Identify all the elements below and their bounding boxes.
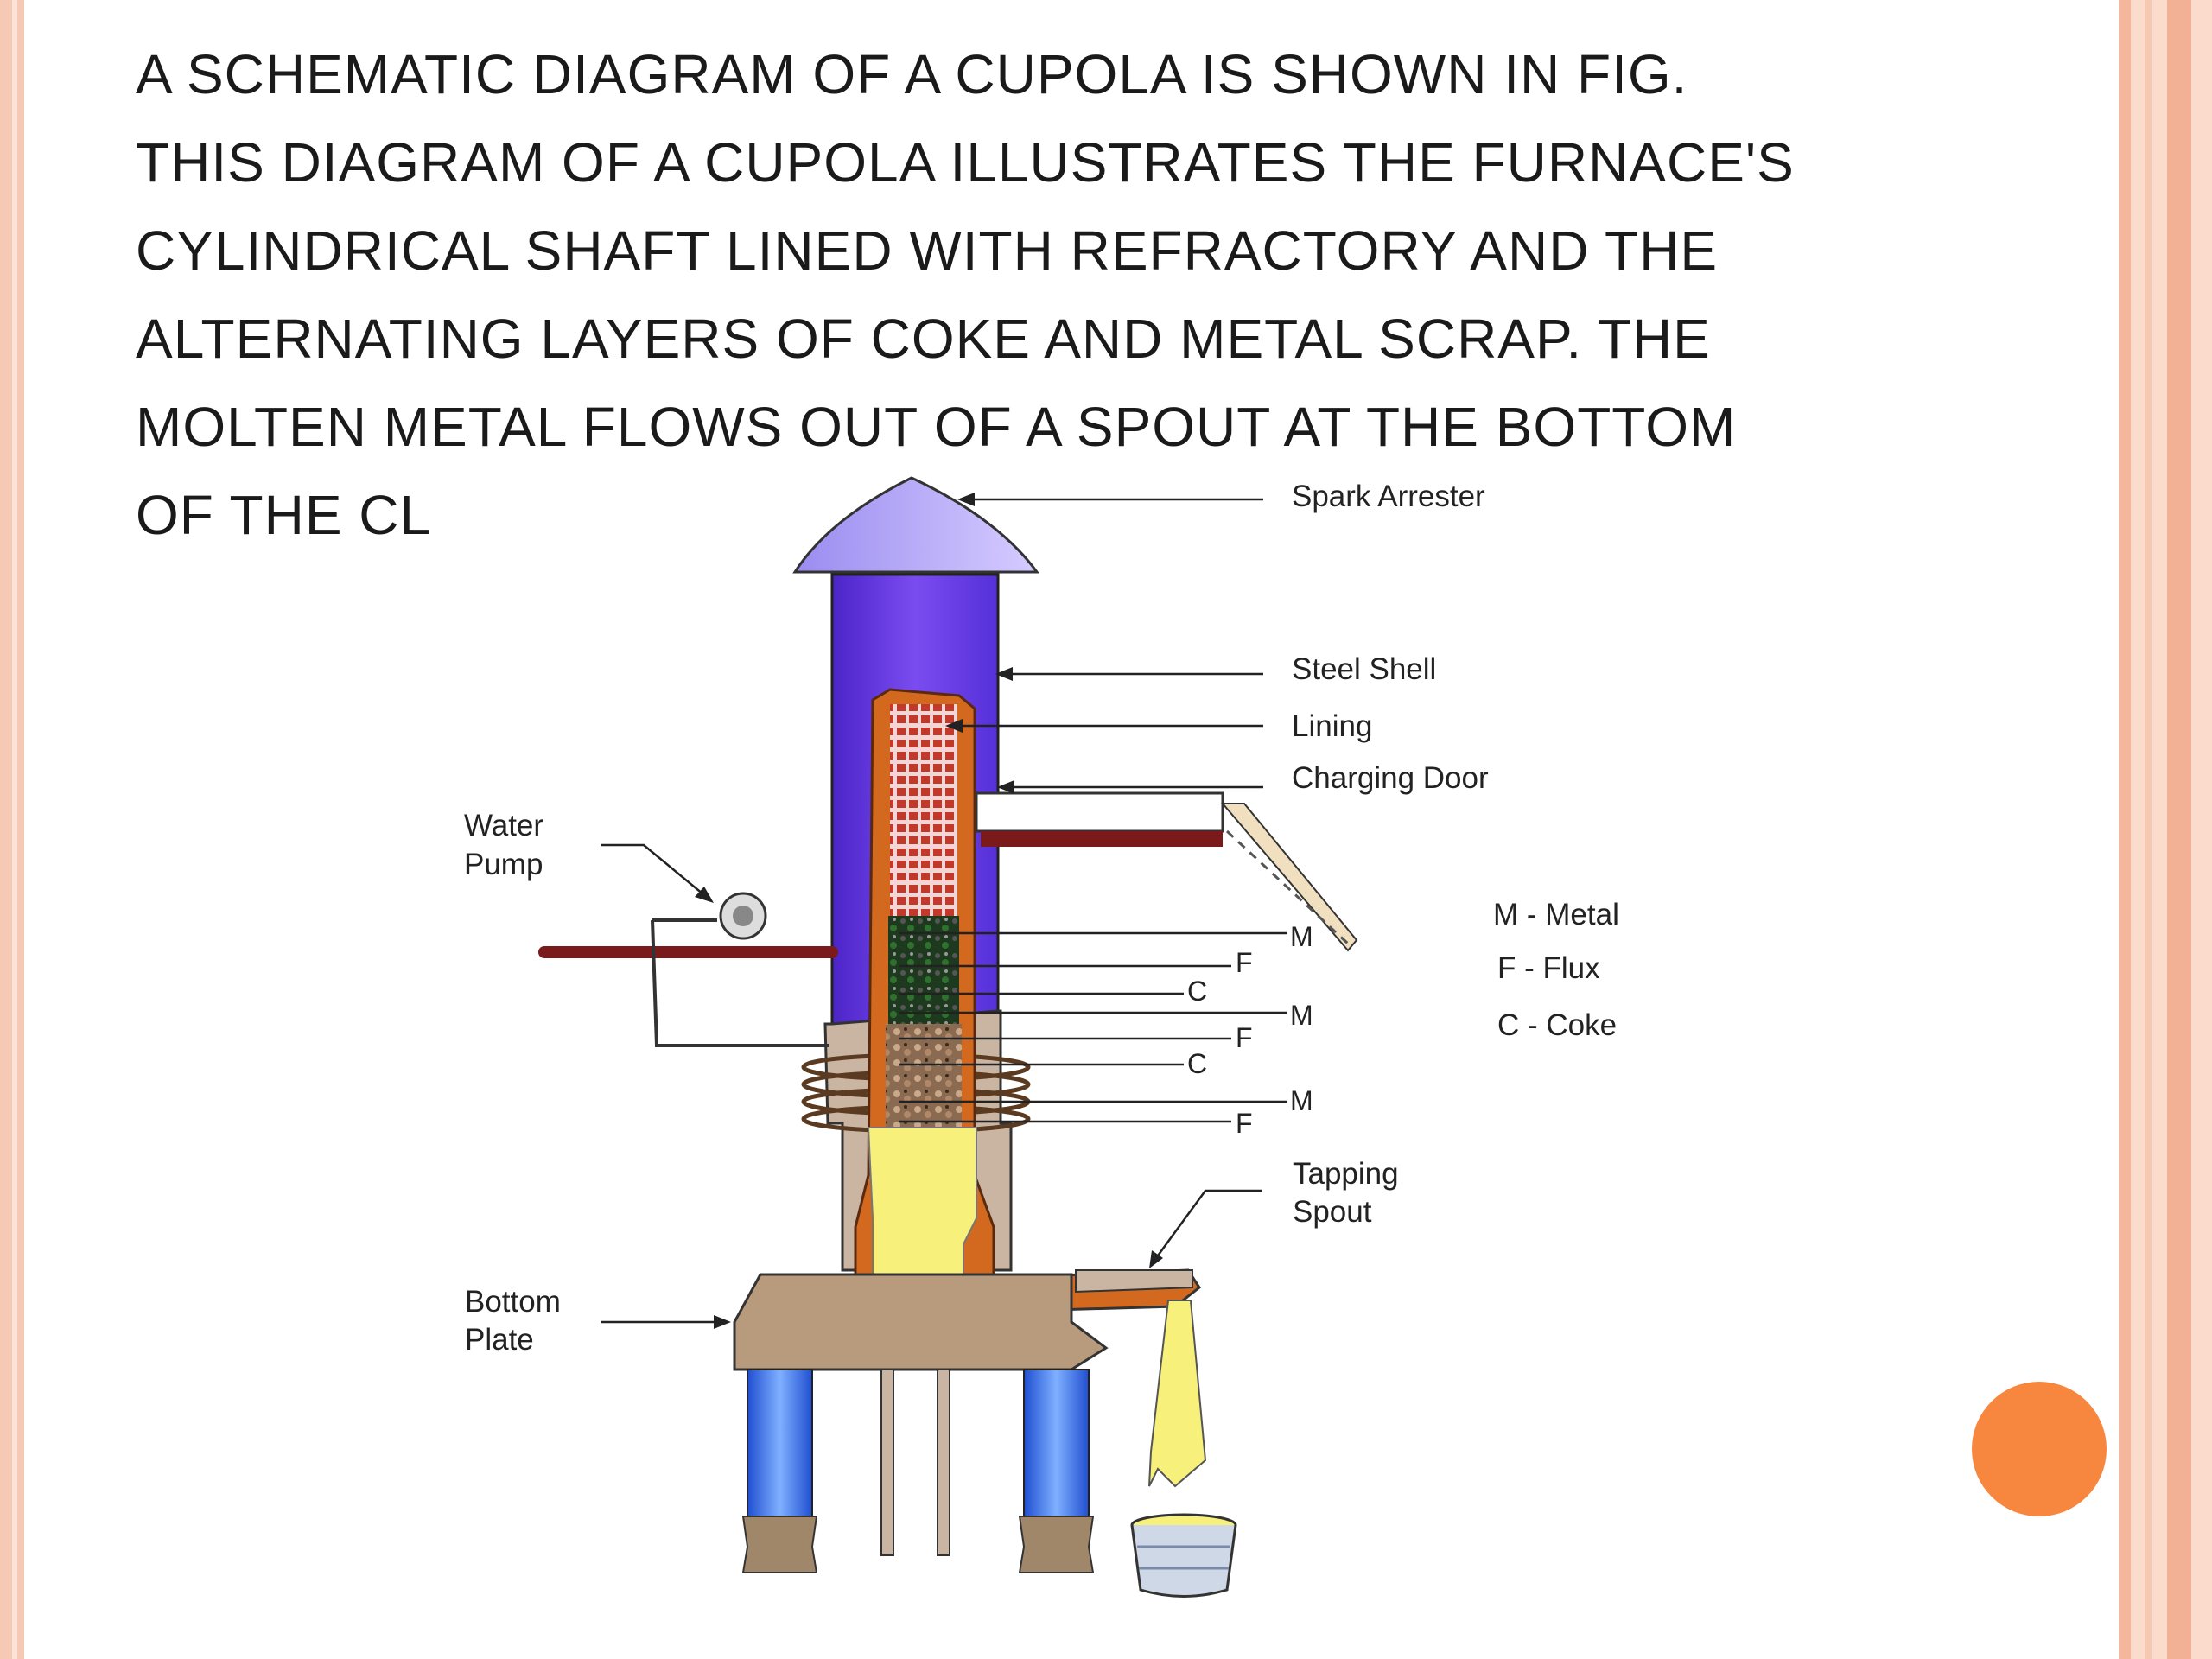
right-border-stripe: [2119, 0, 2131, 1659]
slide-body-text: A SCHEMATIC DIAGRAM OF A CUPOLA IS SHOWN…: [136, 30, 1950, 559]
support-legs: [741, 1369, 1095, 1573]
left-border-stripe: [12, 0, 17, 1659]
label-spark-arrester: Spark Arrester: [1292, 480, 1485, 513]
layer-label: C: [1187, 976, 1207, 1007]
right-border-stripe: [2145, 0, 2152, 1659]
layer-label: F: [1236, 947, 1253, 978]
label-tapping-spout: Tapping: [1293, 1157, 1399, 1191]
layer-label: C: [1187, 1048, 1207, 1079]
leader-lines: [601, 498, 1287, 1324]
label-steel-shell: Steel Shell: [1292, 652, 1436, 686]
layer-label: M: [1290, 1000, 1313, 1031]
tapping-spout: [974, 1268, 1207, 1488]
water-pump: [538, 892, 838, 1047]
legend-metal: M - Metal: [1493, 898, 1619, 931]
ladle: [1130, 1513, 1237, 1598]
decorative-circle: [1972, 1382, 2107, 1516]
layer-label: M: [1290, 921, 1313, 952]
body-line: MOLTEN METAL FLOWS OUT OF A SPOUT AT THE…: [136, 396, 1737, 458]
body-line: A SCHEMATIC DIAGRAM OF A CUPOLA IS SHOWN…: [136, 43, 1688, 105]
spark-arrester: [792, 476, 1039, 579]
label-water-pump: Pump: [464, 848, 543, 881]
label-tapping-spout: Spout: [1293, 1195, 1372, 1229]
bottom-plate: [733, 1273, 1109, 1371]
body-line: OF THE CL: [136, 484, 432, 546]
layer-label: M: [1290, 1085, 1313, 1116]
label-charging-door: Charging Door: [1292, 761, 1489, 795]
body-line: ALTERNATING LAYERS OF COKE AND METAL SCR…: [136, 308, 1711, 370]
legend-coke: C - Coke: [1497, 1008, 1617, 1042]
body-line: THIS DIAGRAM OF A CUPOLA ILLUSTRATES THE…: [136, 131, 1795, 194]
label-lining: Lining: [1292, 709, 1372, 743]
charge-stack: [890, 704, 957, 916]
arrowheads: [695, 493, 1163, 1329]
mixed-layer: [886, 1024, 962, 1128]
label-bottom-plate: Plate: [465, 1323, 534, 1357]
right-border-stripe: [2167, 0, 2191, 1659]
layer-label: F: [1236, 1108, 1253, 1139]
legend-flux: F - Flux: [1497, 951, 1600, 985]
charging-platform: [975, 791, 1358, 952]
layer-label: F: [1236, 1022, 1253, 1053]
label-bottom-plate: Bottom: [465, 1285, 561, 1319]
body-line: CYLINDRICAL SHAFT LINED WITH REFRACTORY …: [136, 219, 1719, 282]
right-border: [2119, 0, 2212, 1659]
label-water-pump: Water: [464, 809, 543, 842]
